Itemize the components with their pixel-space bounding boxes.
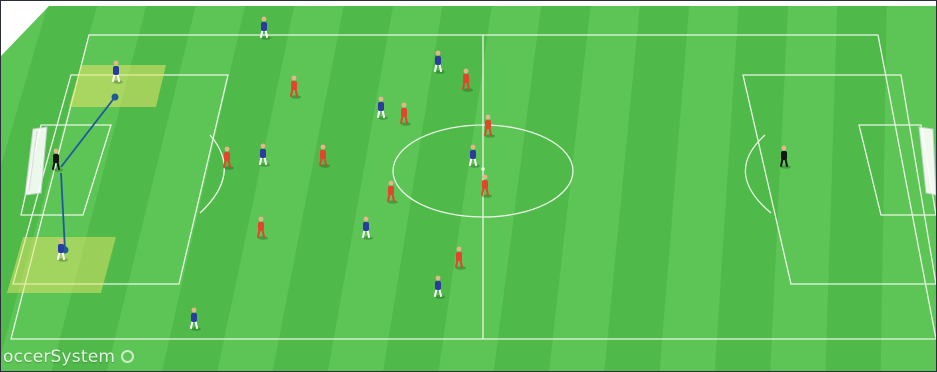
pass-arrow-top-head (112, 94, 117, 99)
soccer-ball-icon (121, 350, 134, 363)
app-watermark: occerSystem (3, 347, 134, 367)
watermark-text: occerSystem (3, 347, 115, 367)
centre-spot (481, 167, 485, 171)
